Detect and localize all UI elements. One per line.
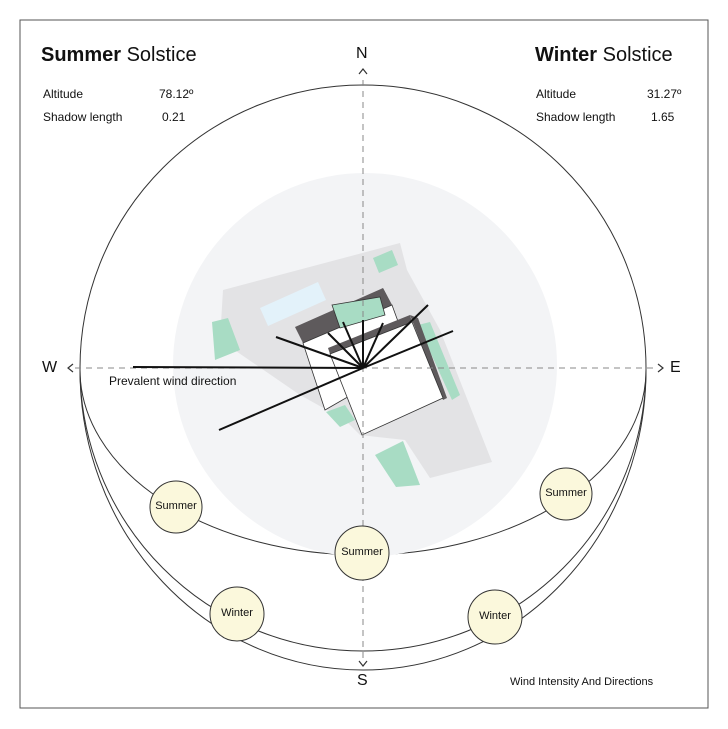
arrow-up-icon bbox=[358, 68, 368, 75]
front-building bbox=[329, 321, 444, 436]
sun-summer bbox=[149, 480, 203, 534]
winter-shadow-label: Shadow length bbox=[536, 110, 616, 124]
sun-winter bbox=[209, 586, 265, 642]
wind-label: Prevalent wind direction bbox=[109, 374, 237, 388]
wind-ray bbox=[362, 330, 454, 369]
sun-winter bbox=[467, 589, 523, 645]
north-label: N bbox=[356, 45, 368, 62]
south-label: S bbox=[357, 672, 368, 689]
winter-altitude: 31.27º bbox=[647, 87, 682, 101]
green-patch bbox=[212, 318, 240, 360]
arrow-right-icon bbox=[657, 363, 664, 373]
green-patch bbox=[373, 250, 398, 273]
winter-altitude-label: Altitude bbox=[536, 87, 577, 101]
sun-label: Summer bbox=[545, 487, 587, 499]
sun-label: Summer bbox=[155, 500, 197, 512]
summer-shadow-label: Shadow length bbox=[43, 110, 123, 124]
wind-ray bbox=[327, 332, 364, 369]
west-label: W bbox=[42, 359, 58, 376]
caption: Wind Intensity And Directions bbox=[510, 676, 654, 688]
sun-summer bbox=[539, 467, 593, 521]
green-patch bbox=[375, 441, 420, 487]
wind-ray bbox=[362, 304, 429, 369]
winter-title: Winter Solstice bbox=[535, 44, 673, 66]
wind-ray bbox=[275, 336, 364, 369]
wind-ray bbox=[342, 321, 364, 369]
pool bbox=[260, 282, 326, 326]
winter-path bbox=[79, 369, 647, 671]
green-patch bbox=[326, 405, 355, 427]
sun-label: Winter bbox=[479, 610, 511, 622]
wind-ray bbox=[132, 366, 364, 369]
arrow-icons bbox=[67, 68, 664, 667]
wall bbox=[410, 315, 447, 400]
frame bbox=[19, 19, 709, 709]
summer-title: Summer Solstice bbox=[41, 44, 197, 66]
winter-shadow: 1.65 bbox=[651, 110, 675, 124]
arrow-left-icon bbox=[67, 363, 74, 373]
sun-label: Summer bbox=[341, 546, 383, 558]
sun-summer bbox=[334, 525, 390, 581]
summer-altitude-label: Altitude bbox=[43, 87, 84, 101]
wind-ray bbox=[218, 367, 364, 431]
summer-shadow: 0.21 bbox=[162, 110, 186, 124]
east-label: E bbox=[670, 359, 681, 376]
courtyard bbox=[331, 296, 386, 329]
arrow-down-icon bbox=[358, 660, 368, 667]
summer-altitude: 78.12º bbox=[159, 87, 194, 101]
suns bbox=[149, 467, 593, 645]
sun-label: Winter bbox=[221, 607, 253, 619]
wall bbox=[328, 315, 412, 354]
wind-ray bbox=[362, 322, 384, 369]
wind-rays bbox=[132, 304, 454, 431]
